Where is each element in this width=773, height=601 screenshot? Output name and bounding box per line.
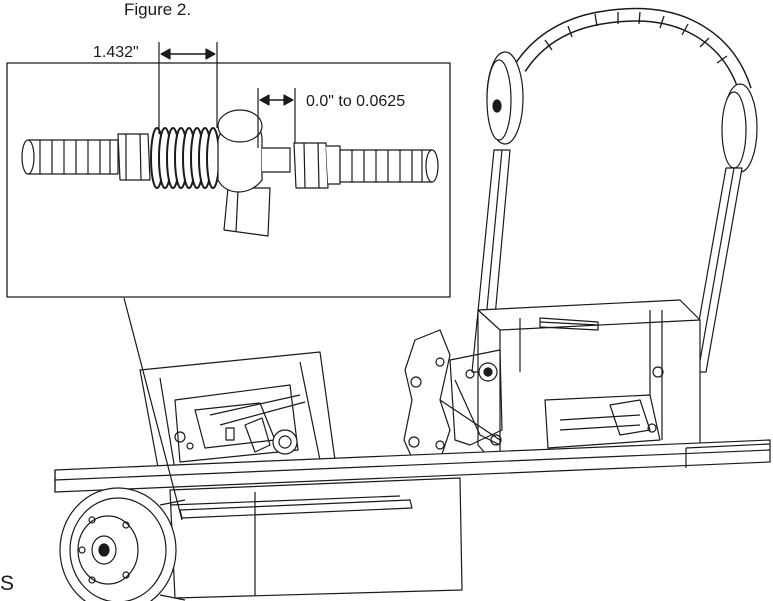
right-nut [293,142,341,189]
edge-letter: S [0,572,15,595]
handle-bar [514,7,752,93]
dimension-bellows [158,42,218,134]
dimension-gap [257,88,296,148]
dimension-label-gap: 0.0" to 0.0625 [306,93,406,110]
left-nut [117,133,151,181]
right-rod [339,149,439,183]
front-wheel [59,487,186,601]
left-hand-grip [486,51,524,145]
detail-inset [6,42,451,298]
machine-assembly [54,7,771,601]
dimension-label-bellows: 1.432" [93,44,139,61]
front-housing [139,351,336,479]
right-mechanism [544,366,664,449]
figure-title: Figure 2. [124,0,192,19]
swivel-body [217,109,291,237]
right-hand-grip [721,83,758,173]
left-rod [21,139,119,175]
lower-body [169,477,463,599]
bellows-spring [150,127,220,189]
control-arm-right [689,167,743,373]
leader-line [123,297,183,521]
